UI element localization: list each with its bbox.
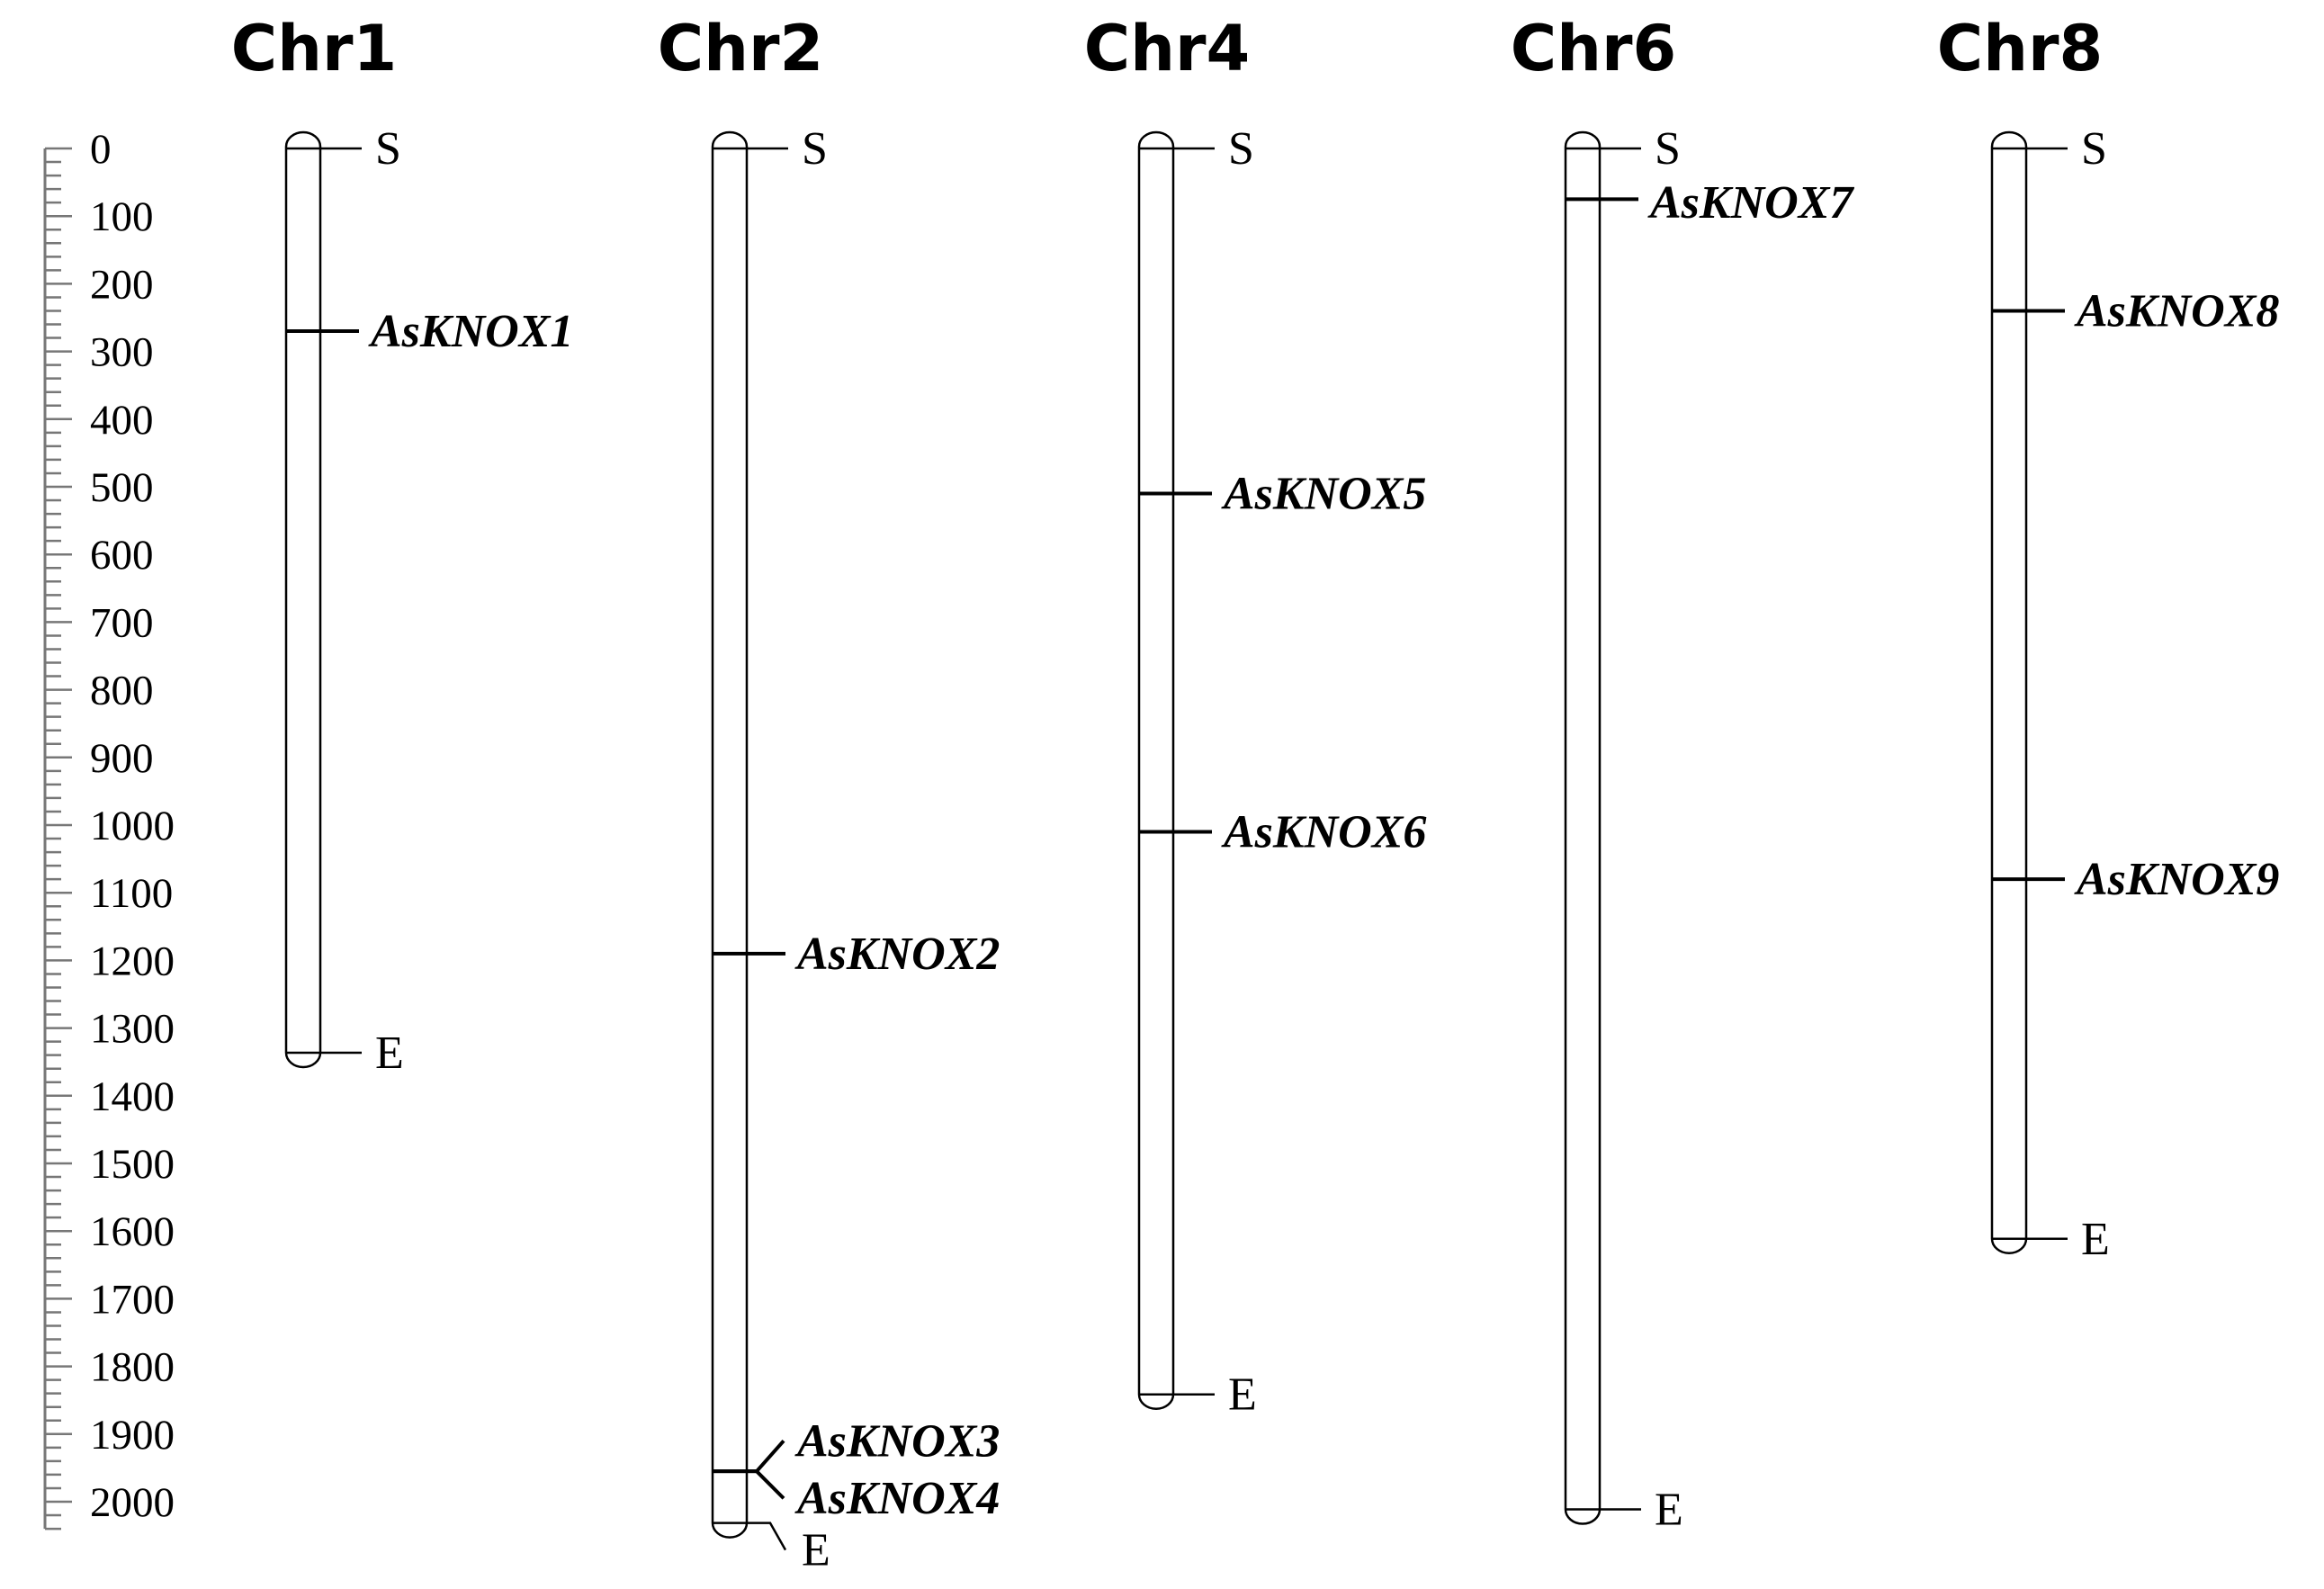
scale-tick-label: 100 — [90, 193, 154, 240]
scale-tick-label: 900 — [90, 735, 154, 782]
chromosome-title: Chr8 — [1937, 12, 2103, 85]
scale-tick-label: 1200 — [90, 938, 175, 984]
start-label: S — [375, 123, 401, 175]
end-label: E — [375, 1028, 404, 1079]
chromosome-bar — [1564, 130, 1602, 1525]
scale-tick-label: 0 — [90, 126, 112, 173]
scale-tick-label: 400 — [90, 397, 154, 444]
end-label: E — [1655, 1485, 1683, 1536]
gene-label: AsKNOX3 — [794, 1415, 1000, 1467]
start-label: S — [2081, 123, 2107, 175]
gene-leader — [747, 1469, 785, 1500]
gene-label: AsKNOX4 — [794, 1473, 1000, 1524]
chromosome-title: Chr6 — [1511, 12, 1676, 85]
scale-tick-label: 1300 — [90, 1006, 175, 1053]
scale-bar: 0 100 200 300 400 500 600 700 800 900 1000 1100 1200… — [43, 126, 175, 1531]
scale-tick-label: 1900 — [90, 1412, 175, 1459]
chromosome-title: Chr2 — [658, 12, 823, 85]
end-label: E — [1228, 1369, 1257, 1421]
scale-tick-label: 300 — [90, 329, 154, 376]
gene-label: AsKNOX8 — [2074, 285, 2279, 337]
scale-tick-label: 700 — [90, 599, 154, 646]
start-label: S — [1655, 123, 1681, 175]
gene-label: AsKNOX1 — [368, 306, 573, 357]
gene-label: AsKNOX9 — [2074, 854, 2279, 905]
start-label: S — [802, 123, 828, 175]
scale-tick-label: 1800 — [90, 1344, 175, 1391]
gene-leader — [747, 1439, 785, 1474]
scale-tick-label: 2000 — [90, 1479, 175, 1526]
scale-tick-label: 500 — [90, 464, 154, 511]
chromosome-bar — [711, 130, 749, 1539]
gene-label: AsKNOX5 — [1221, 469, 1426, 520]
chromosome-bar — [284, 130, 322, 1069]
start-label: S — [1228, 123, 1254, 175]
scale-tick-label: 1500 — [90, 1141, 175, 1188]
scale-tick-label: 1700 — [90, 1276, 175, 1323]
scale-tick-label: 1600 — [90, 1208, 175, 1255]
scale-tick-label: 600 — [90, 532, 154, 579]
gene-label: AsKNOX2 — [794, 929, 1000, 980]
end-label: E — [2081, 1214, 2110, 1265]
gene-label: AsKNOX7 — [1647, 177, 1854, 229]
gene-label: AsKNOX6 — [1221, 807, 1426, 858]
scale-tick-label: 800 — [90, 668, 154, 714]
end-label: E — [802, 1525, 830, 1576]
scale-tick-label: 200 — [90, 261, 154, 308]
scale-tick-label: 1400 — [90, 1073, 175, 1120]
scale-tick-label: 1000 — [90, 803, 175, 849]
chromosome-title: Chr1 — [231, 12, 397, 85]
end-marker-line — [747, 1522, 787, 1551]
chromosome-bar — [1990, 130, 2028, 1255]
chromosome-title: Chr4 — [1084, 12, 1250, 85]
chromosome-bar — [1137, 130, 1175, 1410]
scale-tick-label: 1100 — [90, 870, 173, 917]
